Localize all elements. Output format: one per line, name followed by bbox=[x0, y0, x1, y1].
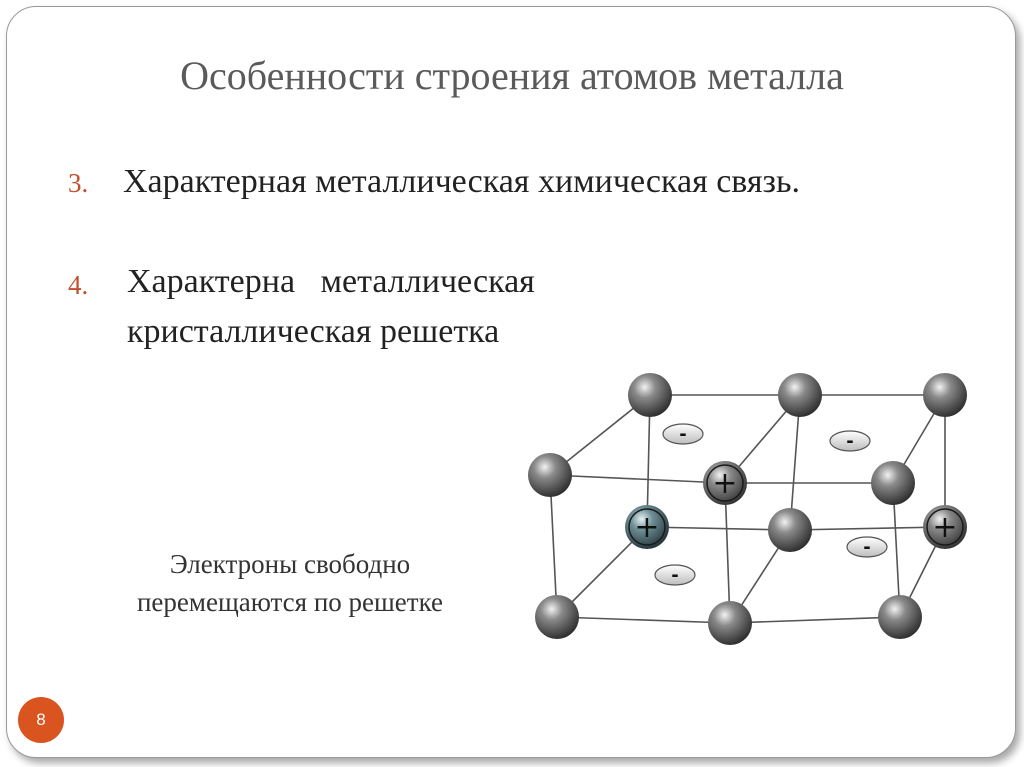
atom-sphere-icon bbox=[923, 373, 967, 417]
lattice-bonds bbox=[549, 394, 946, 624]
lattice-bond bbox=[724, 482, 731, 624]
list-item-text-line2: кристаллическая решетка bbox=[127, 313, 500, 350]
electron-sign: - bbox=[671, 565, 678, 586]
atom-sphere-icon bbox=[535, 595, 579, 639]
lattice-bond bbox=[646, 394, 651, 528]
atom-sphere-icon bbox=[768, 508, 812, 552]
atom-sphere-icon bbox=[708, 601, 752, 645]
positive-ion-icon: + bbox=[703, 461, 747, 505]
ion-sign: + bbox=[634, 510, 659, 545]
ion-sign: + bbox=[932, 510, 957, 545]
atom-sphere-icon bbox=[778, 373, 822, 417]
lattice-bond bbox=[549, 474, 558, 618]
slide-title: Особенности строения атомов металла bbox=[180, 53, 844, 98]
electron-icon: - bbox=[654, 564, 696, 586]
lattice-bond bbox=[646, 526, 791, 531]
metal-crystal-lattice-diagram: - - - - + + + bbox=[528, 373, 967, 645]
atom-sphere-icon bbox=[871, 461, 915, 505]
electron-sign: - bbox=[846, 431, 853, 452]
lattice-bond bbox=[789, 526, 946, 531]
page-number-badge: 8 bbox=[18, 697, 64, 743]
atom-sphere-icon bbox=[878, 595, 922, 639]
lattice-bond bbox=[892, 482, 901, 618]
electron-sign: - bbox=[863, 537, 870, 558]
diagram-caption: Электроны свободно перемещаются по решет… bbox=[90, 545, 490, 621]
caption-line-1: Электроны свободно bbox=[169, 549, 411, 579]
list-number: 4. bbox=[68, 270, 89, 300]
lattice-bond bbox=[729, 616, 901, 624]
atom-sphere-icon bbox=[528, 453, 572, 497]
electron-icon: - bbox=[829, 430, 871, 452]
positive-ion-icon: + bbox=[923, 505, 967, 549]
slide-frame bbox=[6, 6, 1016, 758]
electron-icon: - bbox=[846, 536, 888, 558]
list-number: 3. bbox=[68, 168, 89, 198]
electron-icon: - bbox=[662, 423, 704, 445]
lattice-atoms: + + + bbox=[528, 373, 967, 645]
atom-sphere-icon bbox=[628, 373, 672, 417]
lattice-bond bbox=[556, 616, 731, 624]
ion-sign: + bbox=[712, 466, 737, 501]
caption-line-2: перемещаются по решетке bbox=[136, 587, 444, 617]
positive-ion-icon: + bbox=[625, 505, 669, 549]
free-electrons: - - - - bbox=[654, 423, 888, 586]
lattice-bond bbox=[549, 474, 726, 484]
list-item-text: Характерная металлическая химическая свя… bbox=[123, 163, 800, 200]
electron-sign: - bbox=[679, 424, 686, 445]
lattice-bond bbox=[789, 394, 801, 531]
list-item-text-line1: Характерна металлическая bbox=[127, 263, 535, 300]
